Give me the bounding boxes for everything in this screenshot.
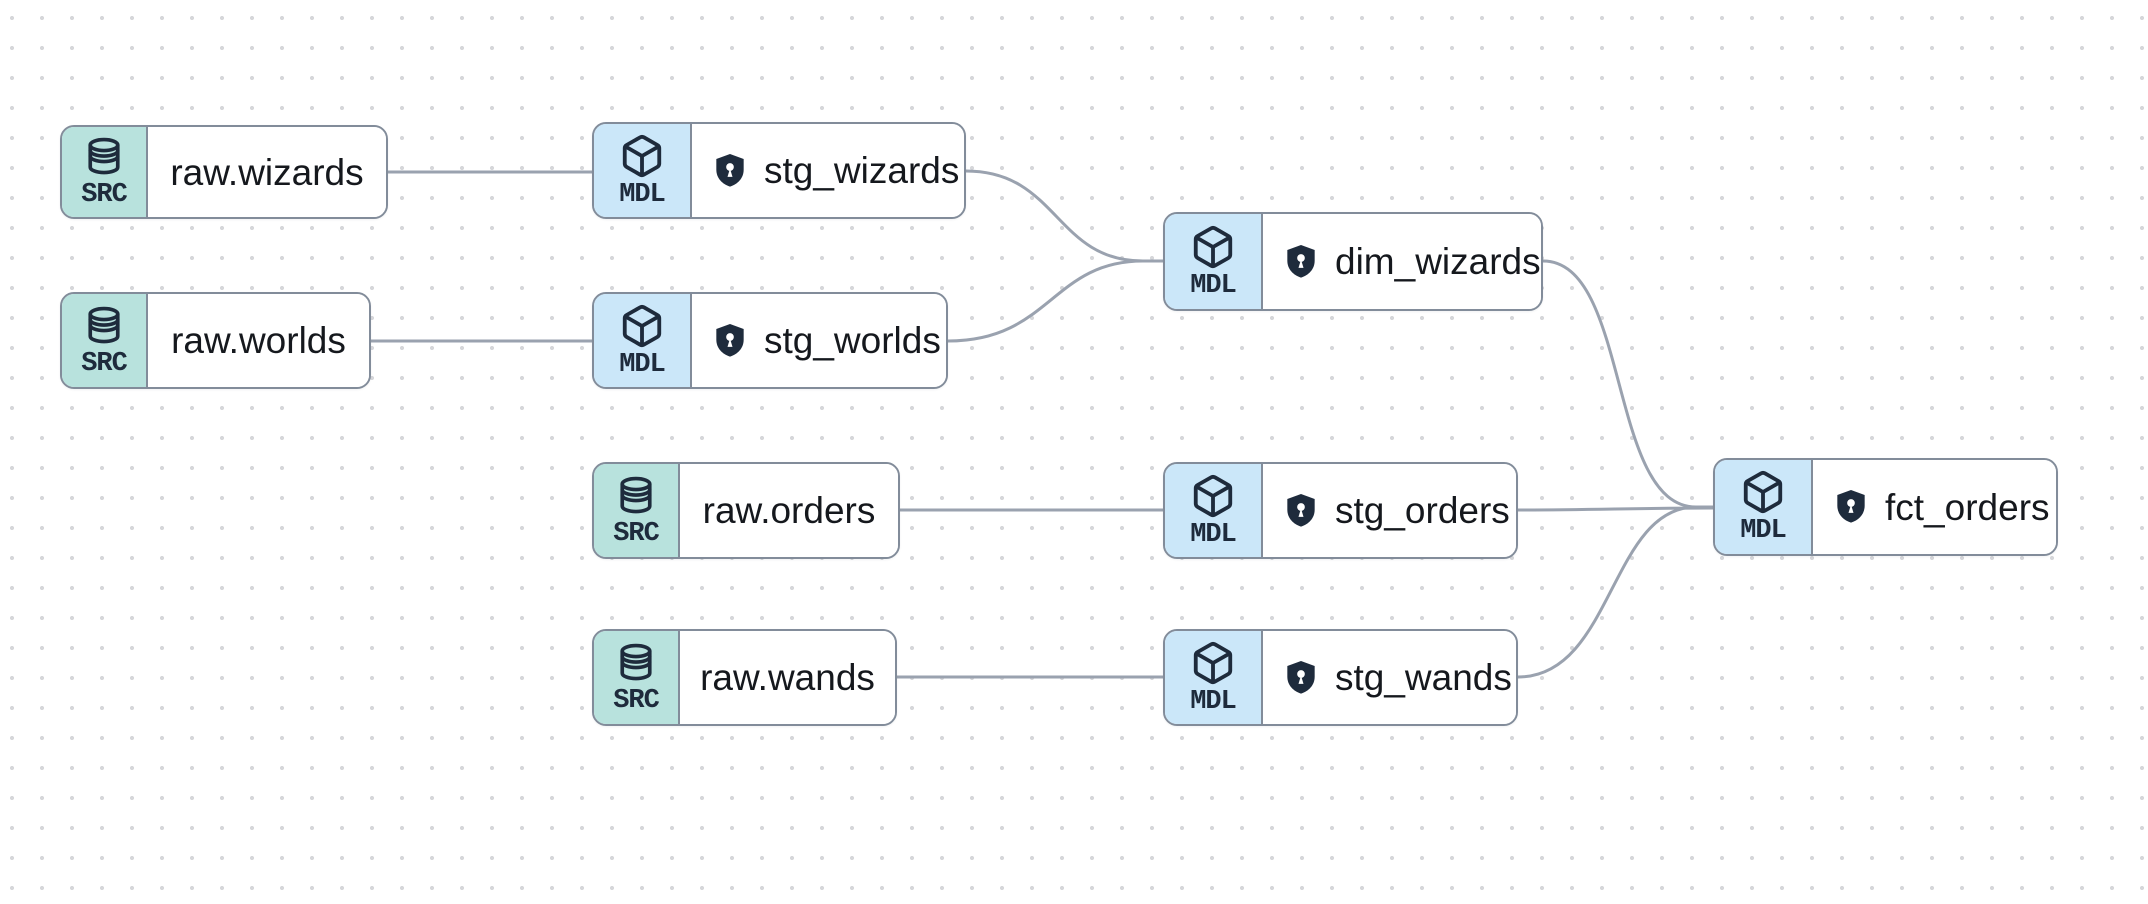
node-type-badge: SRC	[62, 127, 148, 217]
node-body: raw.worlds	[148, 294, 369, 387]
badge-label: MDL	[1190, 686, 1237, 717]
badge-label: MDL	[1190, 270, 1237, 301]
node-body: stg_wands	[1263, 631, 1516, 724]
badge-label: MDL	[619, 179, 666, 210]
node-label: raw.orders	[702, 490, 876, 531]
shield-lock-icon	[710, 151, 750, 191]
node-body: stg_orders	[1263, 464, 1516, 557]
shield-lock-icon	[1831, 487, 1871, 527]
node-raw.wands[interactable]: SRC raw.wands	[592, 629, 897, 726]
edge-stg_worlds-to-dim_wizards	[946, 259, 1165, 343]
cube-icon	[619, 133, 665, 179]
node-type-badge: MDL	[1165, 464, 1263, 557]
node-stg_wizards[interactable]: MDL stg_wizards	[592, 122, 966, 219]
node-body: raw.wizards	[148, 127, 386, 217]
node-label: raw.wands	[700, 657, 875, 698]
node-body: dim_wizards	[1263, 214, 1541, 309]
database-icon	[82, 304, 126, 348]
node-label: stg_wands	[1335, 657, 1512, 698]
edge-stg_wizards-to-dim_wizards	[964, 169, 1165, 263]
node-label: stg_worlds	[764, 320, 941, 361]
edge-stg_wands-to-fct_orders	[1516, 505, 1715, 679]
node-body: fct_orders	[1813, 460, 2056, 554]
database-icon	[614, 641, 658, 685]
database-icon	[614, 474, 658, 518]
node-raw.wizards[interactable]: SRC raw.wizards	[60, 125, 388, 219]
shield-lock-icon	[710, 321, 750, 361]
cube-icon	[1740, 469, 1786, 515]
node-type-badge: SRC	[62, 294, 148, 387]
shield-lock-icon	[1281, 242, 1321, 282]
node-stg_wands[interactable]: MDL stg_wands	[1163, 629, 1518, 726]
node-label: dim_wizards	[1335, 241, 1541, 282]
cube-icon	[1190, 473, 1236, 519]
database-icon	[82, 135, 126, 179]
node-raw.worlds[interactable]: SRC raw.worlds	[60, 292, 371, 389]
node-type-badge: MDL	[1715, 460, 1813, 554]
node-body: stg_wizards	[692, 124, 964, 217]
badge-label: SRC	[613, 685, 660, 716]
node-type-badge: SRC	[594, 464, 680, 557]
node-type-badge: MDL	[1165, 631, 1263, 724]
node-body: stg_worlds	[692, 294, 946, 387]
badge-label: MDL	[619, 349, 666, 380]
node-type-badge: SRC	[594, 631, 680, 724]
node-label: stg_orders	[1335, 490, 1510, 531]
node-raw.orders[interactable]: SRC raw.orders	[592, 462, 900, 559]
node-type-badge: MDL	[1165, 214, 1263, 309]
node-label: raw.wizards	[170, 151, 364, 193]
badge-label: SRC	[613, 518, 660, 549]
node-label: fct_orders	[1885, 486, 2050, 528]
badge-label: MDL	[1190, 519, 1237, 550]
node-stg_worlds[interactable]: MDL stg_worlds	[592, 292, 948, 389]
cube-icon	[1190, 224, 1236, 270]
edge-dim_wizards-to-fct_orders	[1541, 259, 1715, 509]
node-fct_orders[interactable]: MDL fct_orders	[1713, 458, 2058, 556]
node-body: raw.orders	[680, 464, 898, 557]
shield-lock-icon	[1281, 658, 1321, 698]
badge-label: MDL	[1740, 516, 1787, 546]
node-label: raw.worlds	[171, 320, 346, 361]
node-type-badge: MDL	[594, 124, 692, 217]
node-dim_wizards[interactable]: MDL dim_wizards	[1163, 212, 1543, 311]
shield-lock-icon	[1281, 491, 1321, 531]
node-label: stg_wizards	[764, 150, 960, 191]
node-body: raw.wands	[680, 631, 895, 724]
cube-icon	[619, 303, 665, 349]
node-stg_orders[interactable]: MDL stg_orders	[1163, 462, 1518, 559]
cube-icon	[1190, 640, 1236, 686]
badge-label: SRC	[81, 348, 128, 379]
node-type-badge: MDL	[594, 294, 692, 387]
badge-label: SRC	[81, 180, 128, 210]
